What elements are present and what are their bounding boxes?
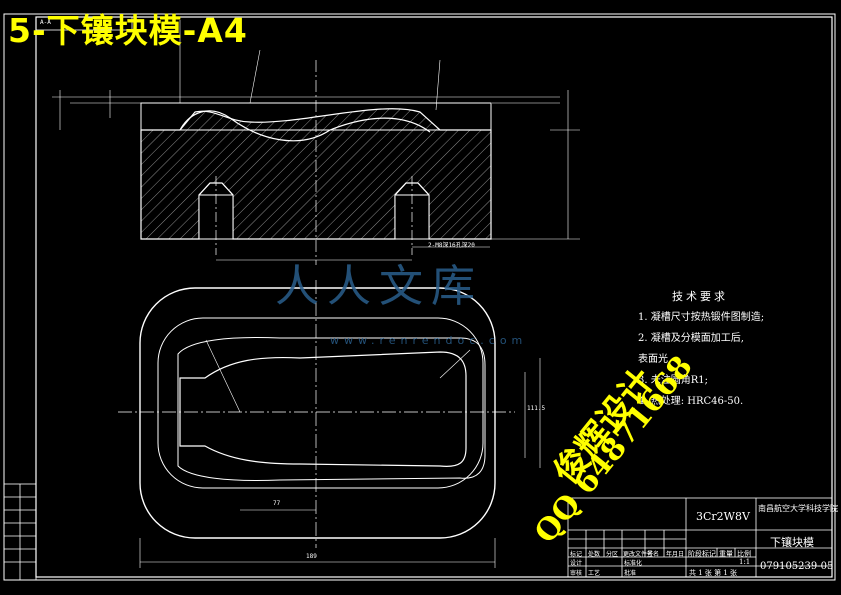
row-label-mark: 标记 bbox=[570, 551, 583, 558]
scale-label: 比例 bbox=[737, 550, 751, 558]
row-label-sign: 签名 bbox=[647, 551, 660, 558]
stage-label: 阶段标记 bbox=[688, 550, 716, 558]
section-view bbox=[52, 20, 580, 265]
row-label-count: 处数 bbox=[588, 551, 601, 558]
cavity-outline bbox=[179, 351, 467, 467]
row-label-zone: 分区 bbox=[606, 551, 619, 558]
tech-requirements: 技术要求 1. 凝槽尺寸按热锻件图制造; 2. 凝槽及分模面加工后, 表面光 3… bbox=[638, 286, 764, 412]
scale-value: 1:1 bbox=[739, 558, 751, 566]
check-label: 审核 bbox=[570, 570, 583, 577]
dim-thread: 2-M8深16孔深20 bbox=[428, 242, 475, 249]
sheet-info: 共 1 张 第 1 张 bbox=[689, 569, 738, 577]
tech-item: 4. 热处理: HRC46-50. bbox=[638, 396, 744, 407]
row-label-change: 更改文件号 bbox=[623, 551, 654, 558]
plan-outer bbox=[139, 287, 496, 539]
title-block-lines bbox=[3, 16, 833, 581]
material: 3Cr2W8V bbox=[696, 510, 750, 523]
tech-heading: 技术要求 bbox=[672, 290, 728, 303]
standard-label: 标准化 bbox=[624, 560, 643, 567]
logo-url-watermark: www.renrendoc.com bbox=[330, 334, 528, 347]
dim-height-right: 111.5 bbox=[527, 405, 546, 412]
design-label: 设计 bbox=[570, 560, 583, 567]
inner-frame bbox=[35, 16, 833, 578]
school-name: 南昌航空大学科技学院 bbox=[758, 504, 838, 513]
plan-view bbox=[118, 280, 541, 568]
process-label: 工艺 bbox=[588, 570, 601, 577]
tech-item: 2. 凝槽及分模面加工后, bbox=[638, 333, 744, 344]
logo-watermark: 人人文库 bbox=[275, 261, 483, 312]
weight-label: 重量 bbox=[719, 550, 733, 558]
row-label-date: 年月日 bbox=[666, 551, 685, 558]
outer-frame bbox=[3, 13, 836, 581]
tech-item: 3. 未注圆角R1; bbox=[638, 375, 708, 386]
approve-label: 批准 bbox=[624, 570, 637, 577]
section-body bbox=[140, 108, 492, 240]
drawing-number: 079105239-05 bbox=[760, 561, 834, 572]
dim-width-inner: 77 bbox=[273, 500, 281, 507]
cavity-curve bbox=[179, 110, 431, 142]
part-name: 下镶块模 bbox=[770, 536, 814, 549]
tech-item: 1. 凝槽尺寸按热锻件图制造; bbox=[638, 312, 765, 323]
flash-gutter bbox=[157, 317, 484, 489]
drawing-title: 5-下镶块模-A4 bbox=[8, 11, 248, 50]
tech-item: 表面光 bbox=[638, 354, 668, 365]
dim-width-total: 189 bbox=[306, 553, 317, 560]
section-label: A-A bbox=[40, 19, 51, 26]
